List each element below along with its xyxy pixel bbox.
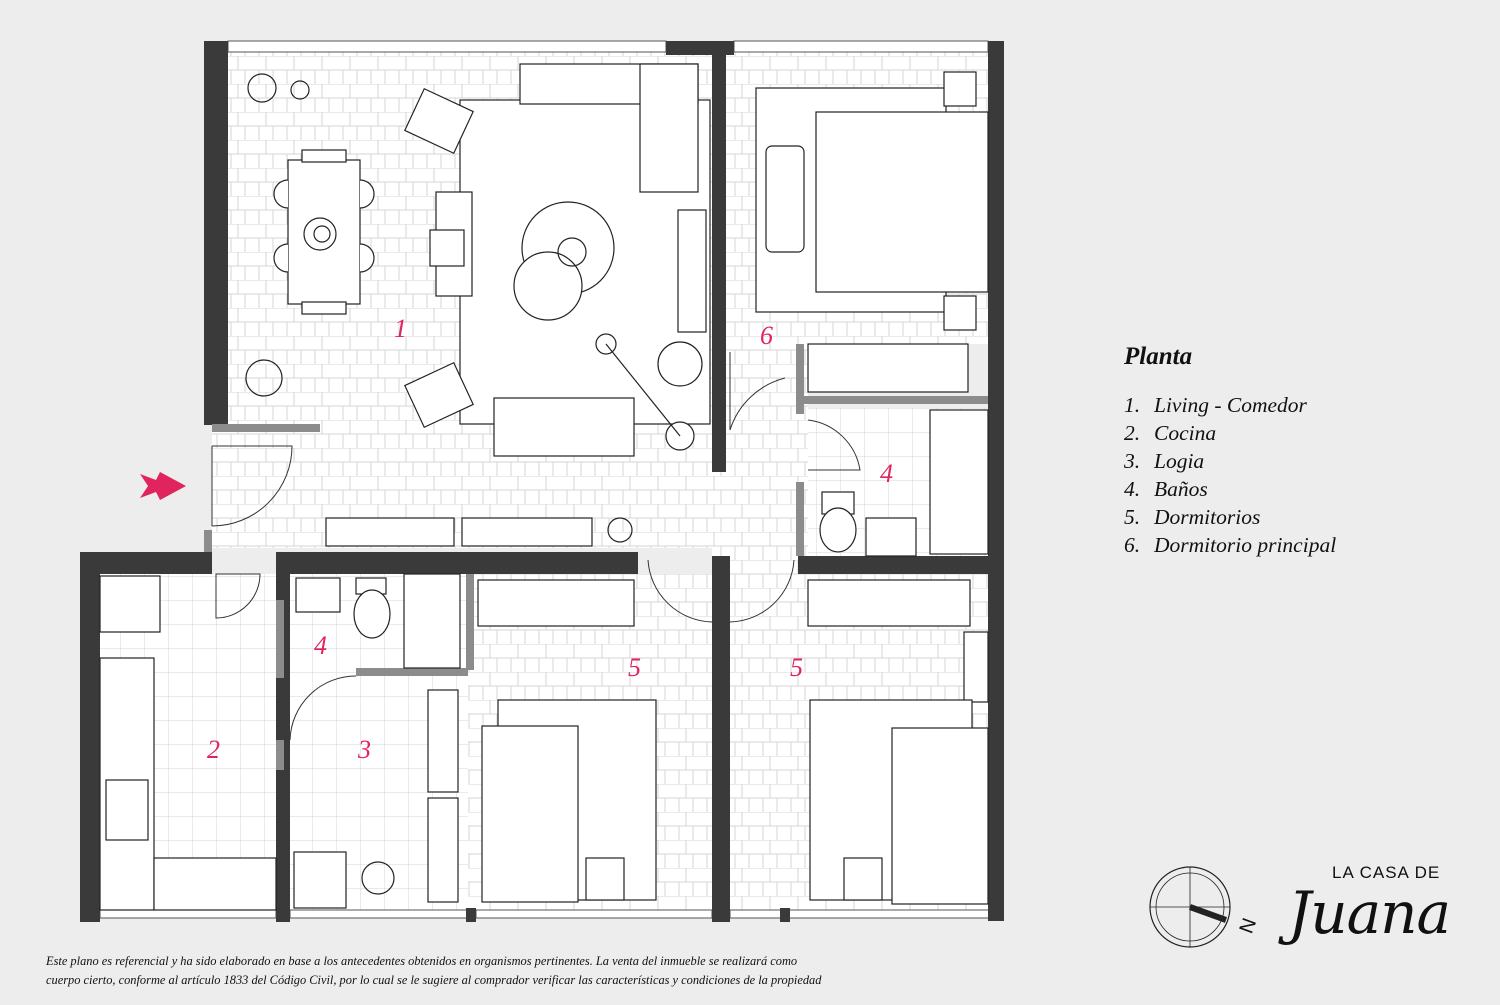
- legend-item: 1.Living - Comedor: [1124, 393, 1307, 417]
- walls: [80, 41, 1004, 922]
- room-number-cocina: 2: [207, 735, 220, 764]
- room-number-dorm-principal: 6: [760, 321, 773, 350]
- room-number-bano-main: 4: [880, 459, 893, 488]
- entry-arrow-icon: [140, 472, 186, 500]
- room-number-bano-small: 4: [314, 631, 327, 660]
- legend-item: 6.Dormitorio principal: [1124, 533, 1337, 557]
- legend: Planta 1.Living - Comedor 2.Cocina 3.Log…: [1124, 343, 1336, 559]
- disclaimer: Este plano es referencial y ha sido elab…: [46, 952, 1086, 990]
- legend-list: 1.Living - Comedor 2.Cocina 3.Logia 4.Ba…: [1124, 391, 1336, 559]
- room-number-dorm-2: 5: [790, 653, 803, 682]
- legend-item: 3.Logia: [1124, 449, 1205, 473]
- room-number-logia: 3: [357, 735, 371, 764]
- room-numbers: 1 2 3 4 4 5 5 6: [207, 314, 893, 764]
- doors: [211, 352, 861, 741]
- plants: [245, 73, 703, 895]
- partition-walls: [204, 344, 988, 770]
- furniture: [99, 63, 989, 911]
- disclaimer-line-2: cuerpo cierto, conforme al artículo 1833…: [46, 973, 822, 987]
- legend-item: 5.Dormitorios: [1124, 505, 1261, 529]
- room-number-dorm-1: 5: [628, 653, 641, 682]
- room-number-living: 1: [394, 314, 407, 343]
- disclaimer-line-1: Este plano es referencial y ha sido elab…: [46, 954, 798, 968]
- brand-script: Juana: [1288, 879, 1451, 947]
- compass-label: N: [1236, 915, 1262, 936]
- compass-icon: [1149, 866, 1231, 948]
- legend-item: 2.Cocina: [1124, 421, 1217, 445]
- brand-logo: LA CASA DE Juana: [1280, 855, 1480, 1005]
- legend-title: Planta: [1124, 343, 1193, 370]
- brand-line-1: LA CASA DE: [1332, 863, 1441, 882]
- legend-item: 4.Baños: [1124, 477, 1208, 501]
